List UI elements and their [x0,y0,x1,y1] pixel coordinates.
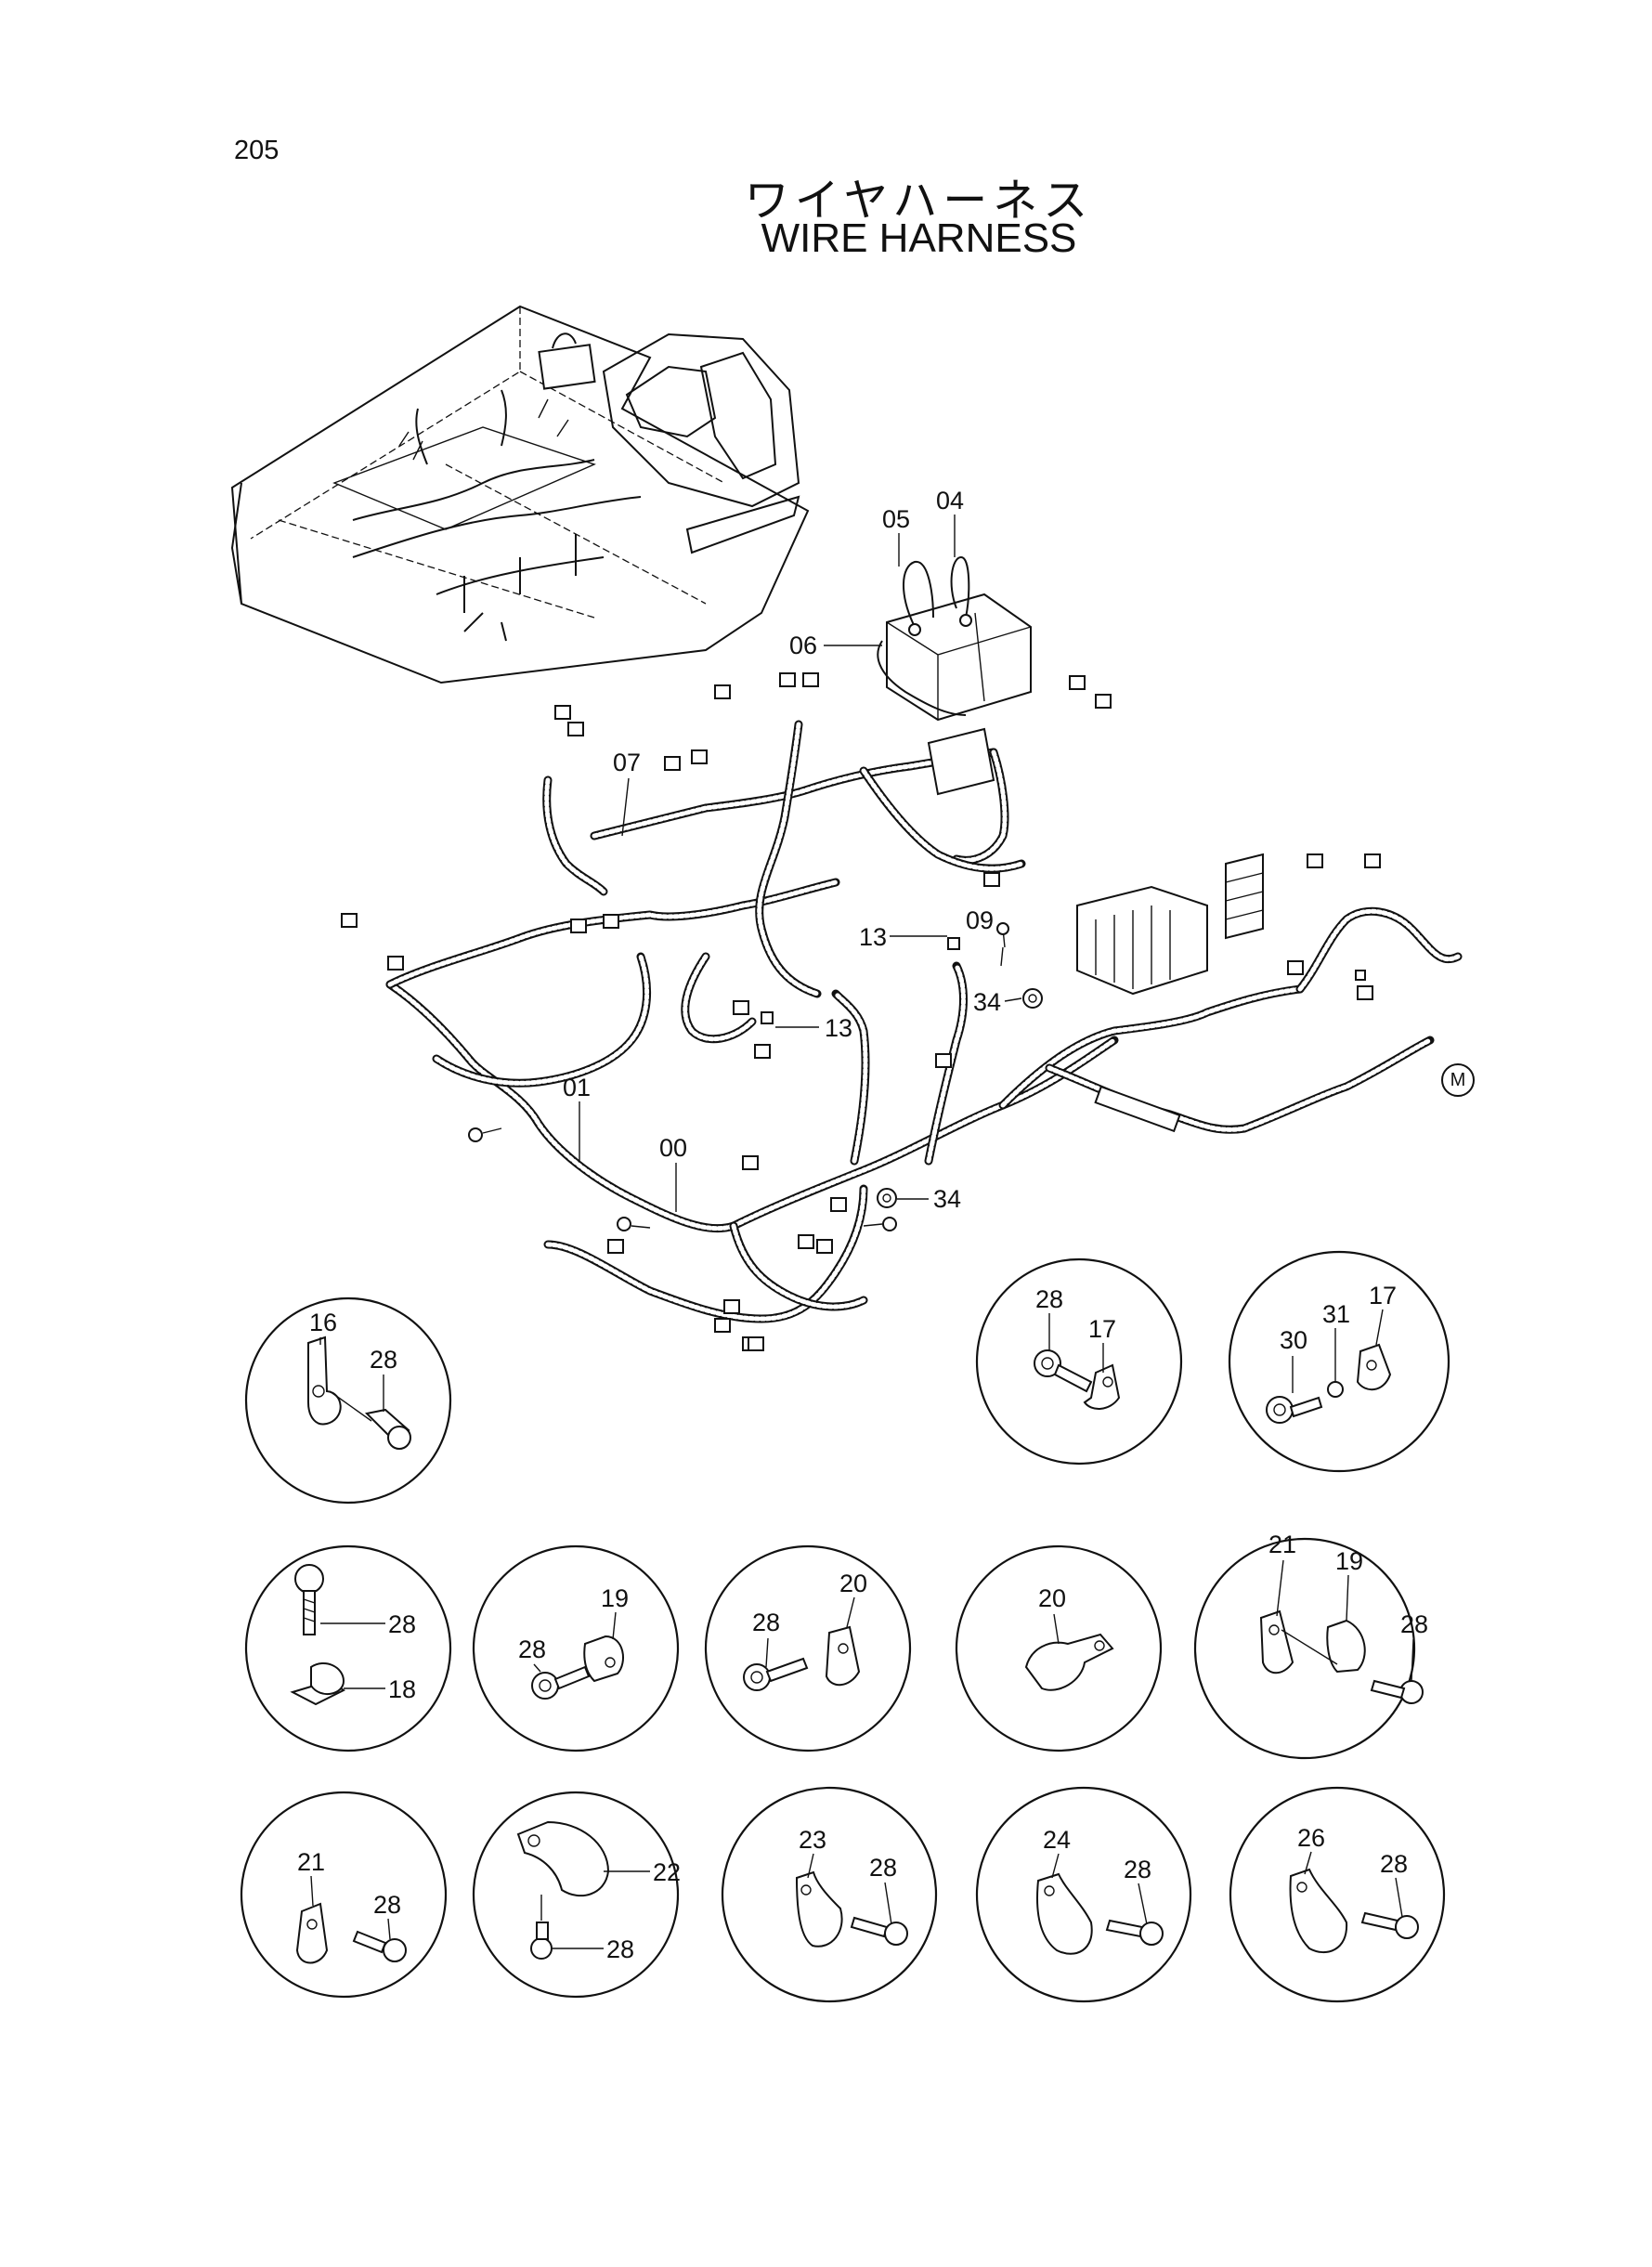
callout-00: 00 [659,1134,687,1162]
detail-13-label-a: 26 [1297,1824,1325,1852]
corner-mark: M [1441,1063,1475,1097]
detail-13: 26 28 [1229,1786,1446,2003]
detail-3-label-b: 31 [1322,1300,1350,1328]
detail-8-label-a: 21 [1268,1531,1296,1558]
machine-overview [230,305,810,684]
connectors [341,672,1381,1351]
title-english: WIRE HARNESS [761,215,1077,261]
page-number: 205 [234,136,280,165]
title-japanese: ワイヤハーネス [744,175,1094,227]
detail-3-label-a: 30 [1280,1326,1307,1354]
detail-6-label-a: 20 [839,1570,867,1597]
detail-5: 28 19 [472,1544,680,1752]
callout-01: 01 [563,1074,591,1101]
detail-12-label-b: 28 [1124,1856,1151,1883]
callout-06: 06 [789,632,817,659]
detail-8-label-b: 19 [1335,1547,1363,1575]
callout-34b: 34 [933,1185,961,1213]
detail-4-label-b: 18 [388,1675,416,1703]
detail-3-label-c: 17 [1369,1282,1397,1309]
detail-1-label-b: 28 [370,1346,397,1374]
callout-13a: 13 [859,923,887,951]
detail-9-label-a: 21 [297,1848,325,1876]
detail-4: 28 18 [244,1544,452,1752]
detail-11-label-a: 23 [799,1826,826,1854]
detail-10-label-b: 28 [606,1935,634,1963]
detail-12: 24 28 [975,1786,1192,2003]
detail-9: 21 28 [240,1791,448,1999]
detail-11: 23 28 [721,1786,938,2003]
detail-4-label-a: 28 [388,1610,416,1638]
detail-2-label-b: 17 [1088,1315,1116,1343]
main-harness [341,555,1463,1351]
detail-8: 21 19 28 [1193,1531,1428,1760]
callout-09: 09 [966,906,994,934]
callout-34a: 34 [973,988,1001,1016]
detail-11-label-b: 28 [869,1854,897,1882]
detail-3: 30 31 17 [1228,1250,1450,1473]
callout-07: 07 [613,749,641,776]
detail-2: 28 17 [975,1257,1183,1466]
detail-13-label-b: 28 [1380,1850,1408,1878]
detail-1: 16 28 [244,1296,452,1505]
battery [877,555,1032,722]
callouts: 05 04 06 07 09 13 34 13 01 00 34 [563,487,1022,1213]
callout-05: 05 [882,505,910,533]
detail-6: 28 20 [704,1544,912,1752]
detail-5-label-a: 19 [601,1584,629,1612]
detail-5-label-b: 28 [518,1635,546,1663]
detail-7: 20 [955,1544,1163,1752]
detail-2-label-a: 28 [1035,1285,1063,1313]
detail-6-label-b: 28 [752,1609,780,1636]
detail-9-label-b: 28 [373,1891,401,1919]
detail-10: 22 28 [472,1791,681,1999]
detail-10-label-a: 22 [653,1858,681,1886]
callout-13b: 13 [825,1014,852,1042]
detail-7-label-a: 20 [1038,1584,1066,1612]
callout-04: 04 [936,487,964,515]
fuse-block [927,727,1264,996]
detail-8-label-c: 28 [1400,1610,1428,1638]
detail-12-label-a: 24 [1043,1826,1071,1854]
detail-1-label-a: 16 [309,1309,337,1336]
